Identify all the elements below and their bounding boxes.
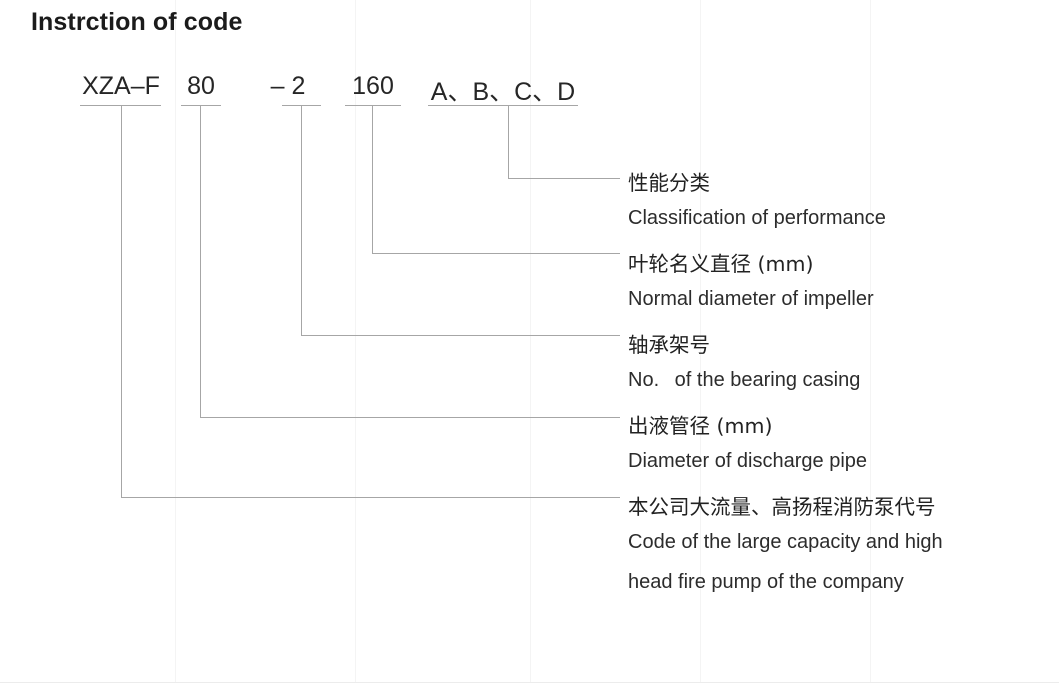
background-guide	[700, 0, 701, 683]
description-impeller-cn: 叶轮名义直径 (mm)	[628, 252, 814, 276]
underline-series	[80, 105, 161, 106]
page-title: Instrction of code	[31, 8, 243, 36]
description-bearing-casing-en: No. of the bearing casing	[628, 369, 861, 391]
background-guide	[355, 0, 356, 683]
description-performance-class-cn: 性能分类	[628, 171, 710, 195]
underline-discharge	[181, 105, 221, 106]
background-guide	[870, 0, 871, 683]
code-segment-bearing-casing-no: – 2	[270, 72, 306, 100]
leader-vertical-impeller	[372, 105, 373, 253]
leader-vertical-series	[121, 105, 122, 497]
leader-horizontal-series	[121, 497, 620, 498]
code-segment-series: XZA–F	[82, 72, 160, 100]
description-performance-class-en: Classification of performance	[628, 207, 886, 229]
code-segment-discharge-diameter: 80	[187, 72, 215, 100]
description-series-en-line2: head fire pump of the company	[628, 571, 904, 593]
leader-vertical-discharge	[200, 105, 201, 417]
code-segment-performance-class: A、B、C、D	[430, 78, 576, 106]
description-impeller-en: Normal diameter of impeller	[628, 288, 874, 310]
description-series-cn: 本公司大流量、高扬程消防泵代号	[628, 495, 936, 519]
leader-vertical-performance-class	[508, 105, 509, 178]
leader-vertical-bearing-casing	[301, 105, 302, 335]
background-guide	[530, 0, 531, 683]
description-discharge-en: Diameter of discharge pipe	[628, 450, 868, 472]
leader-horizontal-performance-class	[508, 178, 620, 179]
leader-horizontal-discharge	[200, 417, 620, 418]
leader-horizontal-bearing-casing	[301, 335, 620, 336]
description-series-en-line1: Code of the large capacity and high	[628, 531, 943, 553]
description-discharge-cn: 出液管径 (mm)	[628, 414, 773, 438]
underline-impeller	[345, 105, 401, 106]
underline-performance-class	[428, 105, 578, 106]
code-segment-impeller-diameter: 160	[352, 72, 394, 100]
background-guide	[175, 0, 176, 683]
leader-horizontal-impeller	[372, 253, 620, 254]
description-bearing-casing-cn: 轴承架号	[628, 333, 710, 357]
